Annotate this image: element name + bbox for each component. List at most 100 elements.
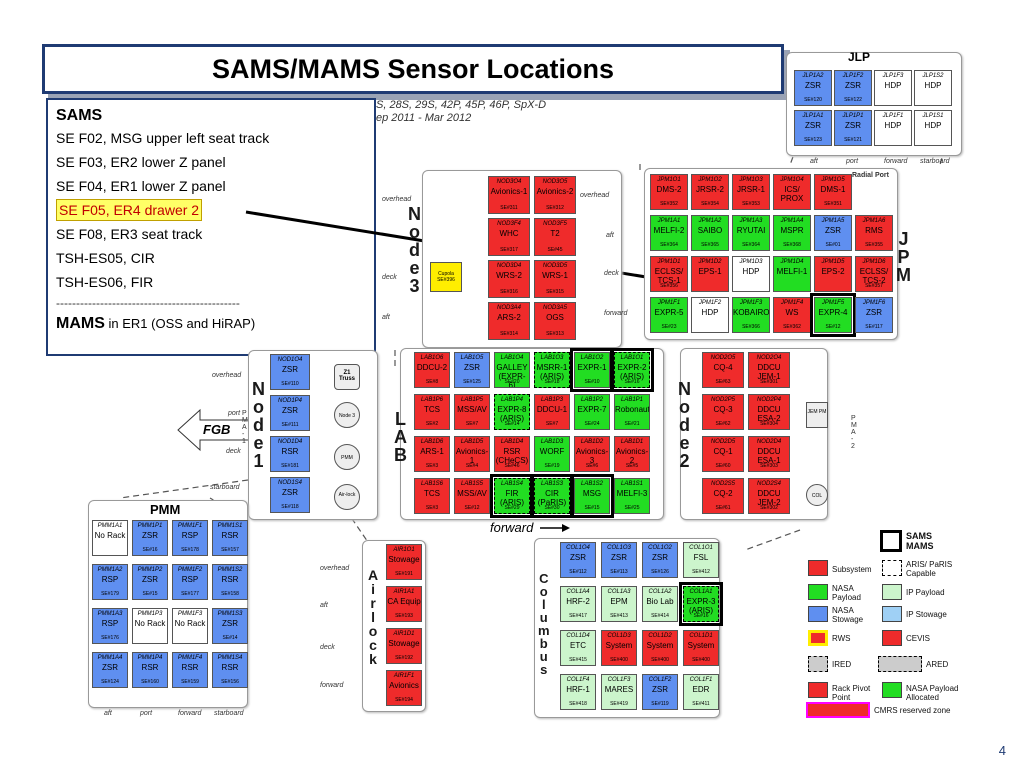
rack-name: WHC	[499, 229, 519, 238]
rack-name: No Rack	[94, 531, 126, 540]
rack-name: HDP	[924, 121, 942, 130]
rack-id: COL1O3	[607, 545, 631, 551]
rack-id: JPM1D4	[780, 259, 804, 265]
rack-name: ECLSS/ TCS-1	[654, 267, 684, 285]
node1-label: N o d e 1	[252, 379, 265, 471]
rack-se: SE#15	[584, 505, 600, 511]
legend-nasa-allocated: NASA Payload Allocated	[906, 684, 959, 702]
rack-id: COL1O4	[566, 545, 590, 551]
rack-id: JLP1S1	[922, 113, 944, 119]
rack-name: DDCU-1	[536, 405, 568, 414]
rack-se: SE#158	[221, 591, 239, 597]
rack-id: LAB1S2	[580, 481, 604, 487]
rack-id: COL1A4	[566, 589, 590, 595]
rack-se: SE#366	[742, 324, 760, 330]
rack-id: JPM1O1	[657, 177, 681, 183]
rack-id: NOD3F5	[543, 221, 567, 227]
rack-name: ZSR	[282, 406, 298, 415]
rack-name: ZSR	[282, 365, 298, 374]
rack-name: DDCU JEM-2	[757, 489, 781, 507]
legend-ip-payload: IP Payload	[906, 588, 945, 597]
rack-name: EXPR-7	[577, 405, 607, 414]
rack-name: System	[687, 641, 715, 650]
rack-name: Stowage	[388, 555, 420, 564]
cupola-se: SE#396	[437, 277, 455, 283]
rack-name: KOBAIRO	[733, 308, 770, 317]
rack-name: ZSR	[825, 226, 841, 235]
rack-id: JPM1A6	[862, 218, 886, 224]
rack-id: NOD2O4	[756, 355, 782, 361]
rack-se: SE#61	[715, 505, 731, 511]
rack-id: JPM1O3	[739, 177, 763, 183]
mams-text: in ER1 (OSS and HiRAP)	[104, 316, 256, 331]
rack-name: EXPR-8 (ARIS)	[497, 405, 527, 423]
rack-id: NOD2P4	[756, 397, 781, 403]
pmm-starboard-label: starboard	[214, 710, 244, 717]
rack-id: JLP1F3	[882, 73, 904, 79]
rack-id: NOD3D5	[542, 263, 568, 269]
rack-id: PMM1A3	[97, 611, 123, 617]
rack-id: JPM1A2	[698, 218, 722, 224]
rack-name: MSRR-1 (ARIS)	[536, 363, 568, 381]
rack-id: PMM1F2	[177, 567, 203, 573]
mams-line: MAMS in ER1 (OSS and HiRAP)	[56, 312, 366, 336]
rack-se: SE#112	[569, 569, 587, 575]
rack-id: LAB1D1	[620, 439, 644, 445]
jem-pm-hatch: JEM PM	[806, 402, 828, 428]
rack-se: SE#353	[742, 201, 760, 207]
rack-id: LAB1D2	[580, 439, 604, 445]
rack-se: SE#178	[181, 547, 199, 553]
pmm-aft-label: aft	[104, 710, 112, 717]
header-fragment-line1: S, 28S, 29S, 42P, 45P, 46P, SpX-D	[376, 99, 547, 111]
rack-name: HDP	[924, 81, 942, 90]
rack-se: SE#30	[544, 505, 560, 511]
rack-id: JPM1F4	[780, 300, 804, 306]
rack-se: SE#364	[742, 242, 760, 248]
node3-hatch: Node 3	[334, 402, 360, 428]
rack-id: COL1O2	[648, 545, 672, 551]
rack-id: NOD1S4	[277, 480, 302, 486]
rack-name: Avionics-1	[455, 447, 489, 465]
airlock-label: A i r l o c k	[368, 567, 379, 667]
legend-sams-box	[880, 530, 902, 552]
rack-name: Avionics	[389, 681, 419, 690]
rack-id: JLP1F1	[882, 113, 904, 119]
rack-se: SE#352	[660, 201, 678, 207]
rack-name: DDCU-2	[416, 363, 448, 372]
rack-se: SE#368	[783, 242, 801, 248]
airlock-deck-label: deck	[320, 644, 335, 651]
rack-id: NOD3F4	[497, 221, 521, 227]
rack-se: SE#418	[569, 701, 587, 707]
rack-name: RMS	[865, 226, 883, 235]
rack-name: MELFI-3	[616, 489, 648, 498]
rack-id: NOD3O4	[496, 179, 522, 185]
rack-id: JPM1A1	[657, 218, 681, 224]
rack-se: SE#3	[425, 463, 439, 469]
rack-id: JPM1O5	[821, 177, 845, 183]
rack-id: COL1D2	[648, 633, 672, 639]
rack-se: SE#2	[425, 421, 439, 427]
rack-se: SE#123	[804, 137, 822, 143]
rack-se: SE#364	[660, 242, 678, 248]
rack-se: SE#119	[651, 701, 669, 707]
rack-id: PMM1F4	[177, 655, 203, 661]
jpm-deck-label: deck	[604, 270, 619, 277]
rack-name: T2	[550, 229, 560, 238]
